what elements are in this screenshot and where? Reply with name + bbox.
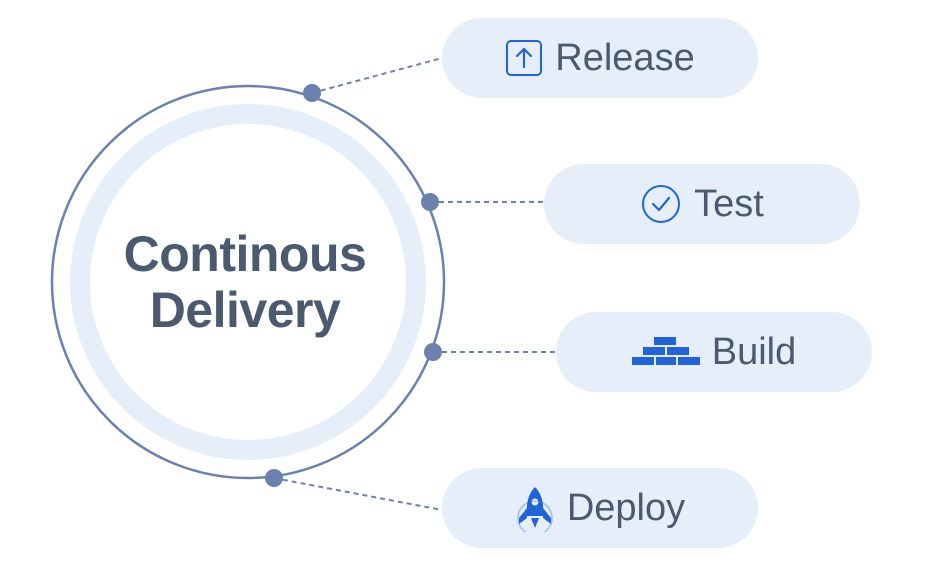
stage-test-label: Test bbox=[694, 182, 764, 225]
bricks-icon bbox=[631, 335, 700, 369]
stage-release-label: Release bbox=[555, 36, 695, 79]
stage-deploy[interactable]: Deploy bbox=[442, 468, 758, 548]
connector-release bbox=[311, 57, 443, 94]
center-title-line2: Delivery bbox=[149, 282, 341, 338]
center-title-line1: Continous bbox=[123, 226, 367, 282]
stage-deploy-label: Deploy bbox=[566, 486, 686, 529]
ring-dot-test bbox=[421, 193, 439, 211]
stage-build[interactable]: Build bbox=[556, 312, 872, 392]
ring-dot-deploy bbox=[265, 469, 283, 487]
stage-test[interactable]: Test bbox=[544, 164, 860, 244]
center-title: Continous Delivery bbox=[70, 226, 420, 338]
connector-deploy bbox=[273, 477, 443, 511]
rocket-icon bbox=[515, 484, 555, 532]
inner-ring bbox=[70, 104, 426, 460]
check-circle-icon bbox=[640, 183, 682, 225]
stage-release[interactable]: Release bbox=[442, 18, 758, 98]
ring-dot-release bbox=[303, 84, 321, 102]
ring-dot-build bbox=[424, 343, 442, 361]
upload-icon bbox=[505, 39, 543, 77]
outer-ring bbox=[50, 84, 446, 480]
stage-build-label: Build bbox=[711, 330, 797, 373]
